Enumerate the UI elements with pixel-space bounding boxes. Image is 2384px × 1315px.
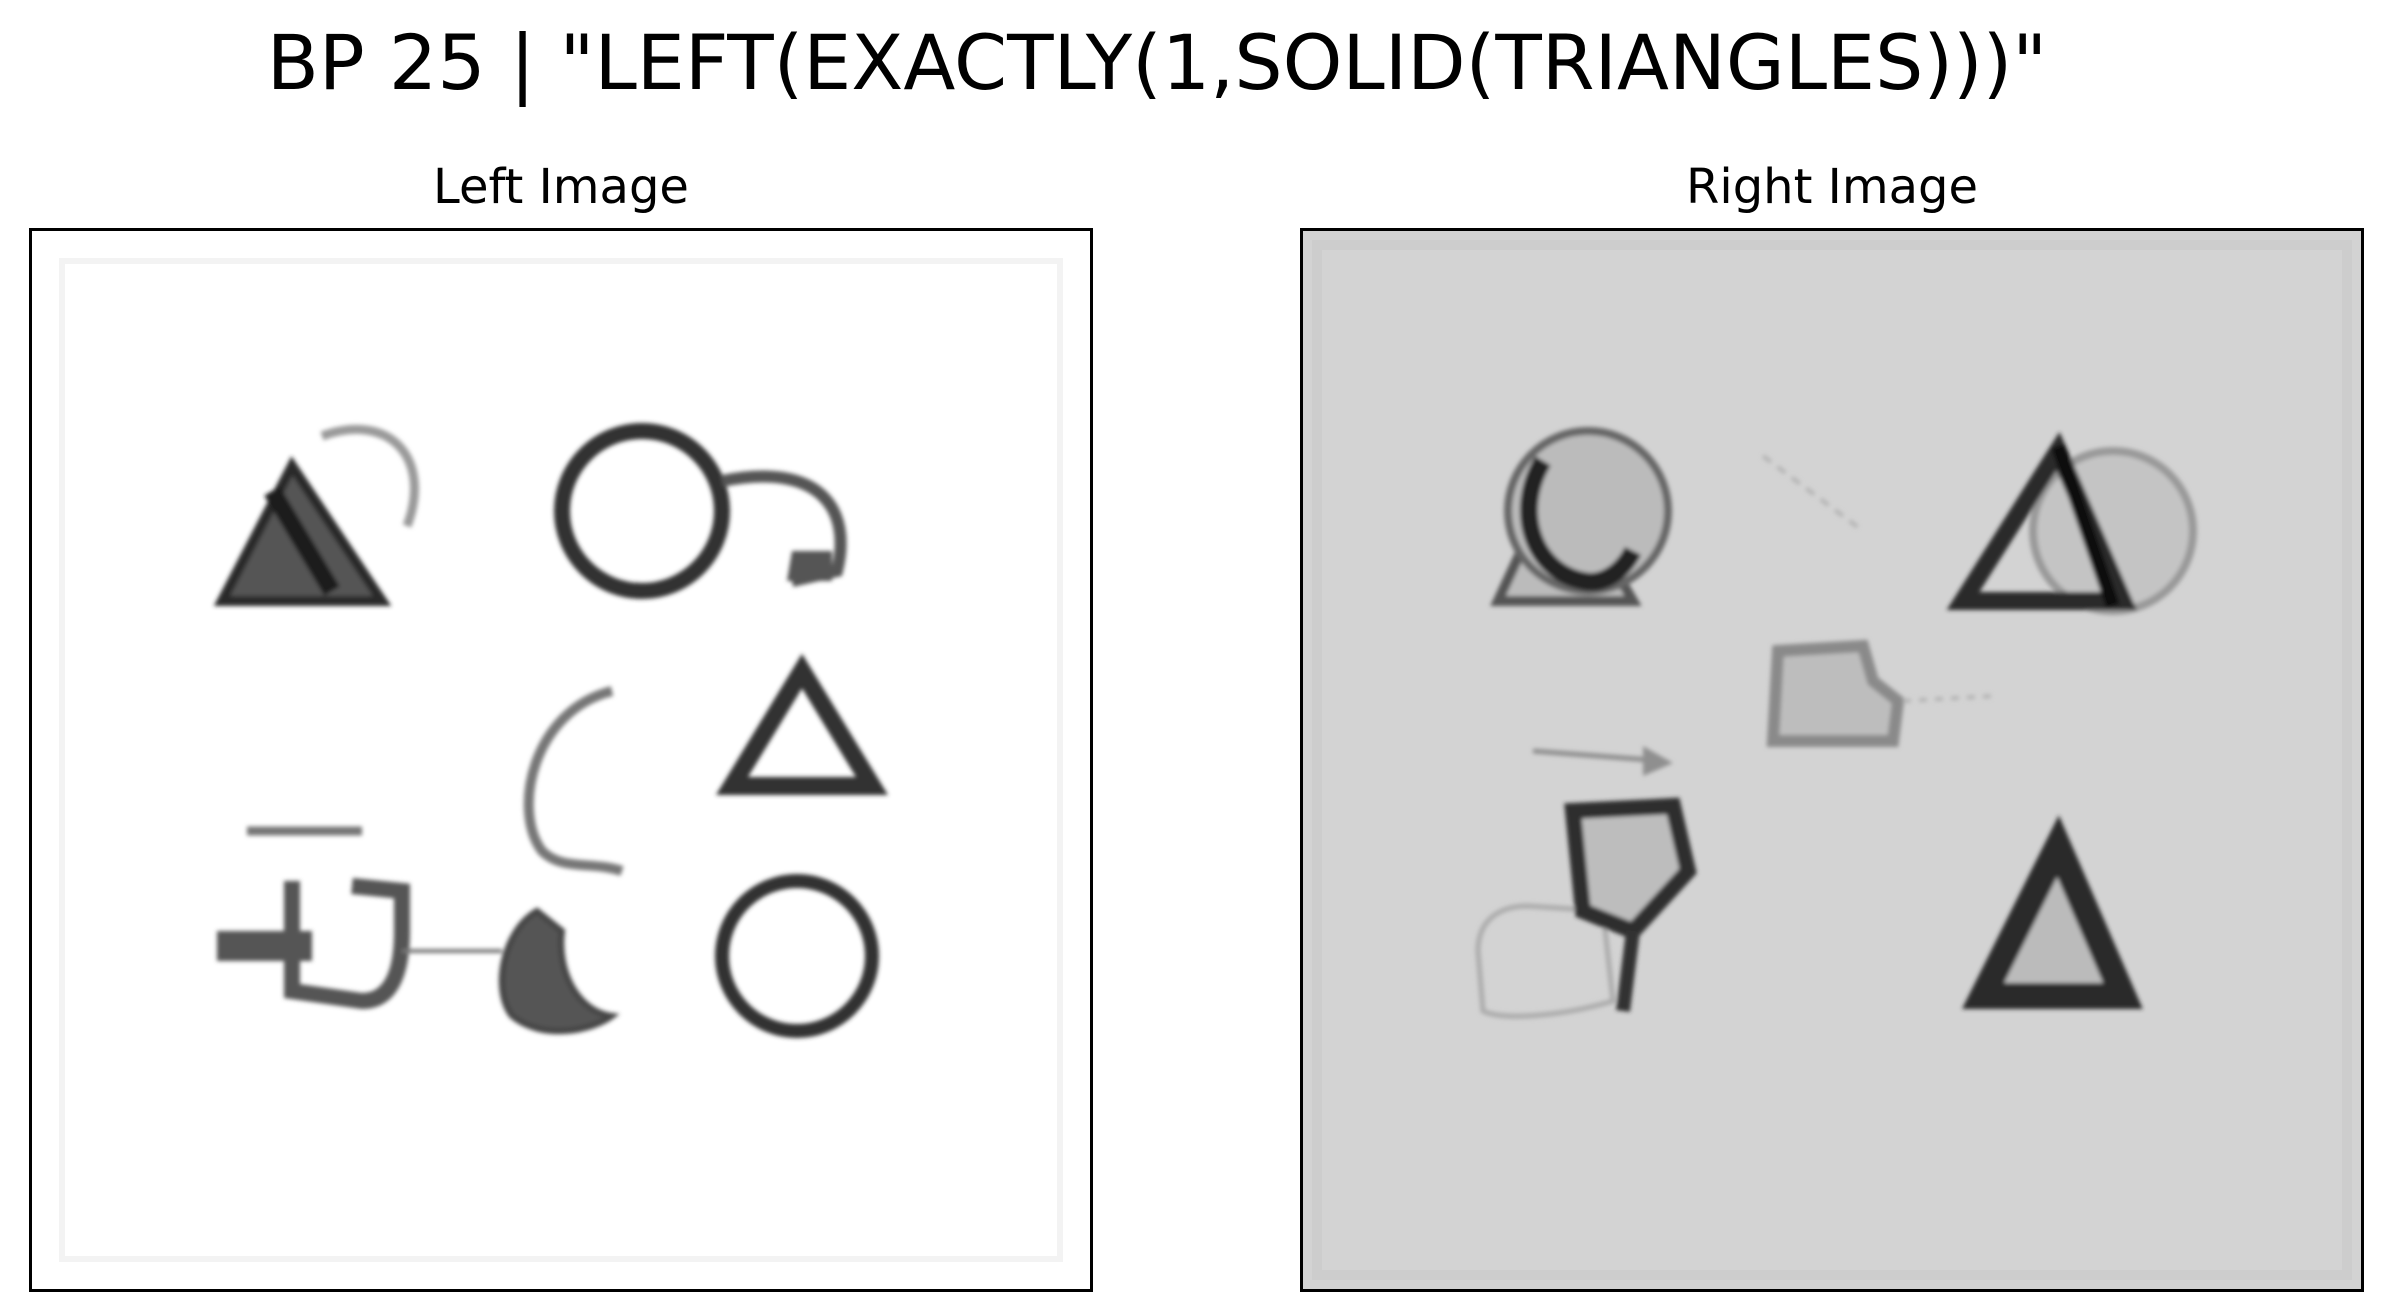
arrow-shaft (1532, 748, 1664, 764)
arc-stroke (320, 425, 419, 528)
hook-stroke (720, 470, 847, 587)
right-panel (1300, 228, 2364, 1292)
left-image (32, 231, 1090, 1289)
triangle-dark-edge-right (2051, 443, 2120, 609)
left-image-background (32, 231, 1090, 1289)
solid-triangle-shape (213, 425, 419, 606)
faint-arrow (1532, 746, 1673, 776)
bracket-bar (217, 931, 312, 961)
pentagon-stem (1616, 930, 1640, 1012)
pentagon-with-square (1475, 797, 1697, 1019)
thick-triangle (1961, 815, 2143, 1009)
faint-dashed-line-top (1761, 454, 1865, 533)
right-image-background (1303, 231, 2361, 1289)
faint-rounded-square (1475, 903, 1616, 1019)
triangle-circle-cluster (1490, 427, 1672, 606)
dark-pentagon (1564, 797, 1697, 941)
cluster-dark-arc (1520, 456, 1642, 591)
left-panel (29, 228, 1093, 1292)
outline-triangle-circle (1946, 431, 2197, 615)
faint-pentagon (1766, 639, 1905, 747)
outline-circle-bottom (715, 874, 879, 1038)
thick-outline-triangle (1961, 815, 2143, 1009)
left-image-border-fade (59, 258, 1063, 1262)
right-image (1303, 231, 2361, 1289)
open-arc (523, 686, 624, 876)
right-image-border-fade (1312, 240, 2352, 1280)
bracket-stroke (284, 878, 410, 1010)
triangle-dark-edge (264, 486, 340, 596)
hook-solid-end (787, 551, 832, 581)
bracket-shape (217, 878, 502, 1010)
arrow-head (1643, 746, 1673, 776)
solid-crescent (498, 907, 620, 1035)
figure-title: BP 25 | "LEFT(EXACTLY(1,SOLID(TRIANGLES)… (266, 18, 2048, 107)
left-panel-title: Left Image (433, 159, 689, 215)
outline-circle-with-hook (554, 423, 847, 599)
faint-pentagon-shape (1766, 639, 1994, 747)
outline-circle (554, 423, 730, 599)
outline-triangle (715, 653, 889, 795)
right-panel-title: Right Image (1686, 159, 1978, 215)
